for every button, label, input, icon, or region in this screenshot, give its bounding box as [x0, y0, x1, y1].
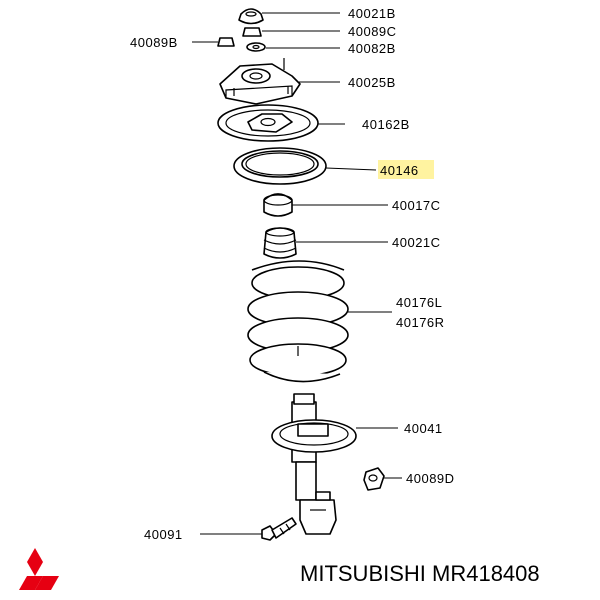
label-40021c: 40021C [392, 235, 441, 250]
bump-stop-40021c [263, 227, 297, 259]
label-40089d: 40089D [406, 471, 455, 486]
leader-40146 [325, 167, 377, 171]
part-highlight [378, 160, 434, 179]
label-40082b: 40082B [348, 41, 396, 56]
label-40089c: 40089C [348, 24, 397, 39]
mitsubishi-logo-icon [19, 548, 59, 590]
nut-40089d [363, 467, 385, 491]
label-40162b: 40162B [362, 117, 410, 132]
label-40017c: 40017C [392, 198, 441, 213]
label-40091: 40091 [144, 527, 183, 542]
bolt-40091 [261, 517, 297, 541]
strut-mount-40025b [219, 58, 301, 105]
label-40025b: 40025B [348, 75, 396, 90]
bearing-plate-40162b [217, 104, 319, 142]
coil-spring-40176 [247, 260, 349, 383]
nut-40089b [217, 37, 235, 47]
label-40041: 40041 [404, 421, 443, 436]
bearing-40146 [233, 147, 327, 185]
brand-caption: MITSUBISHI MR418408 [300, 561, 540, 586]
label-40089b: 40089B [130, 35, 178, 50]
label-40146: 40146 [380, 163, 419, 178]
washer-40082b [246, 42, 266, 52]
shock-absorber [291, 393, 337, 535]
cap-nut-40021b [238, 8, 264, 25]
bump-cap-40017c [263, 193, 293, 217]
label-40021b: 40021B [348, 6, 396, 21]
label-40176l: 40176L [396, 295, 442, 310]
label-40176r: 40176R [396, 315, 445, 330]
nut-40089c [242, 27, 262, 37]
spring-seat-40041 [271, 419, 357, 453]
